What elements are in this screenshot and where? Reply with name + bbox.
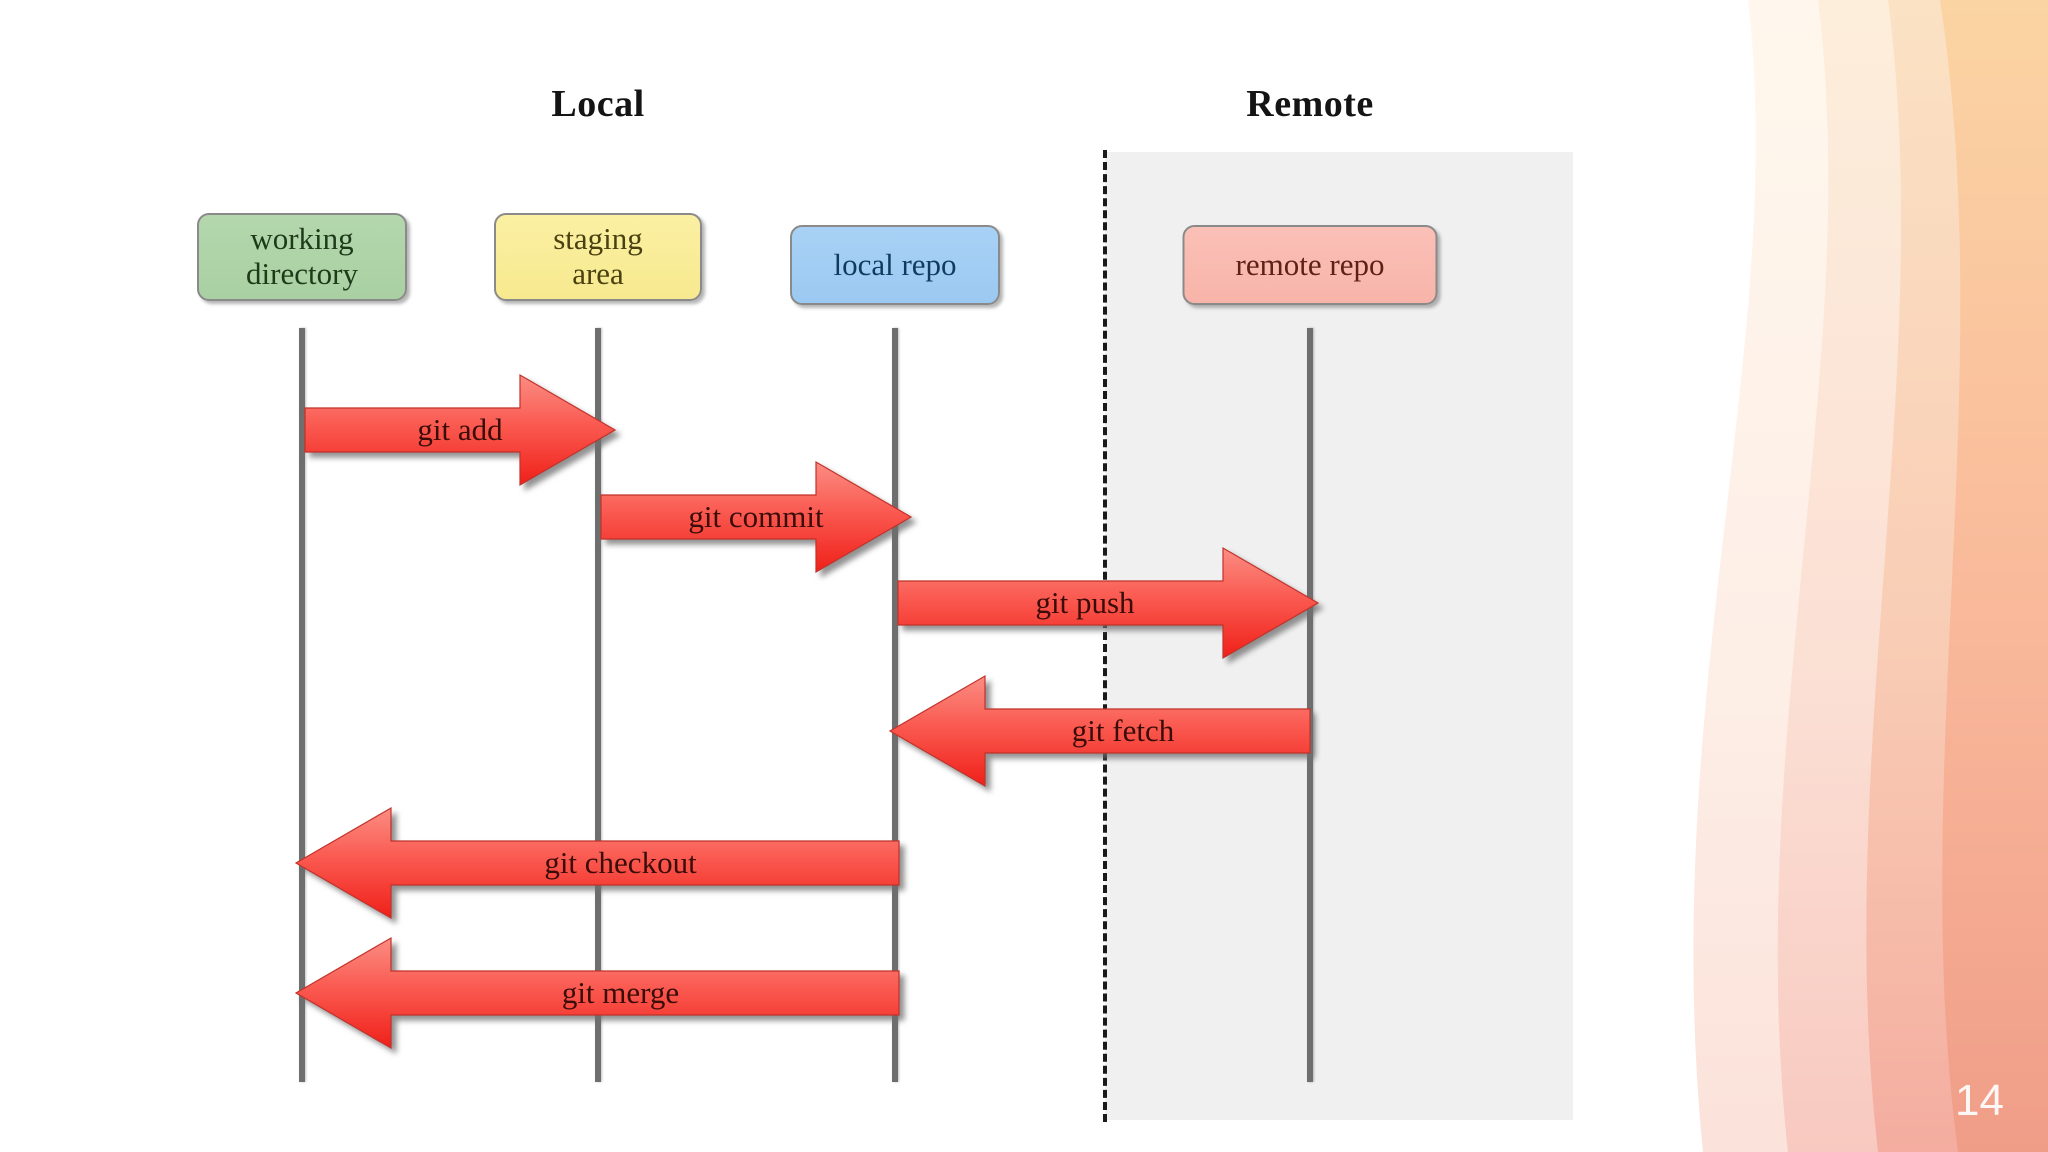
node-remote-repo-label: remote repo (1235, 246, 1385, 282)
local-remote-divider (1103, 150, 1107, 1122)
remote-region-panel (1105, 152, 1573, 1120)
node-local-repo[interactable]: local repo (790, 225, 1000, 305)
arrow-git-push[interactable]: git push (897, 546, 1320, 660)
arrow-git-checkout[interactable]: git checkout (294, 806, 900, 920)
lifeline-local-repo (892, 328, 898, 1082)
lifeline-staging-area (595, 328, 601, 1082)
node-remote-repo[interactable]: remote repo (1182, 225, 1438, 305)
node-local-repo-label: local repo (833, 246, 957, 282)
section-heading-remote: Remote (1246, 83, 1374, 125)
arrow-git-fetch[interactable]: git fetch (888, 674, 1311, 788)
arrow-git-commit[interactable]: git commit (600, 460, 913, 574)
page-number: 14 (1955, 1076, 2004, 1125)
arrow-git-merge[interactable]: git merge (294, 936, 900, 1050)
section-heading-local: Local (551, 83, 645, 125)
lifeline-remote-repo (1307, 328, 1313, 1082)
arrow-git-add[interactable]: git add (304, 373, 617, 487)
lifeline-working-directory (299, 328, 305, 1082)
